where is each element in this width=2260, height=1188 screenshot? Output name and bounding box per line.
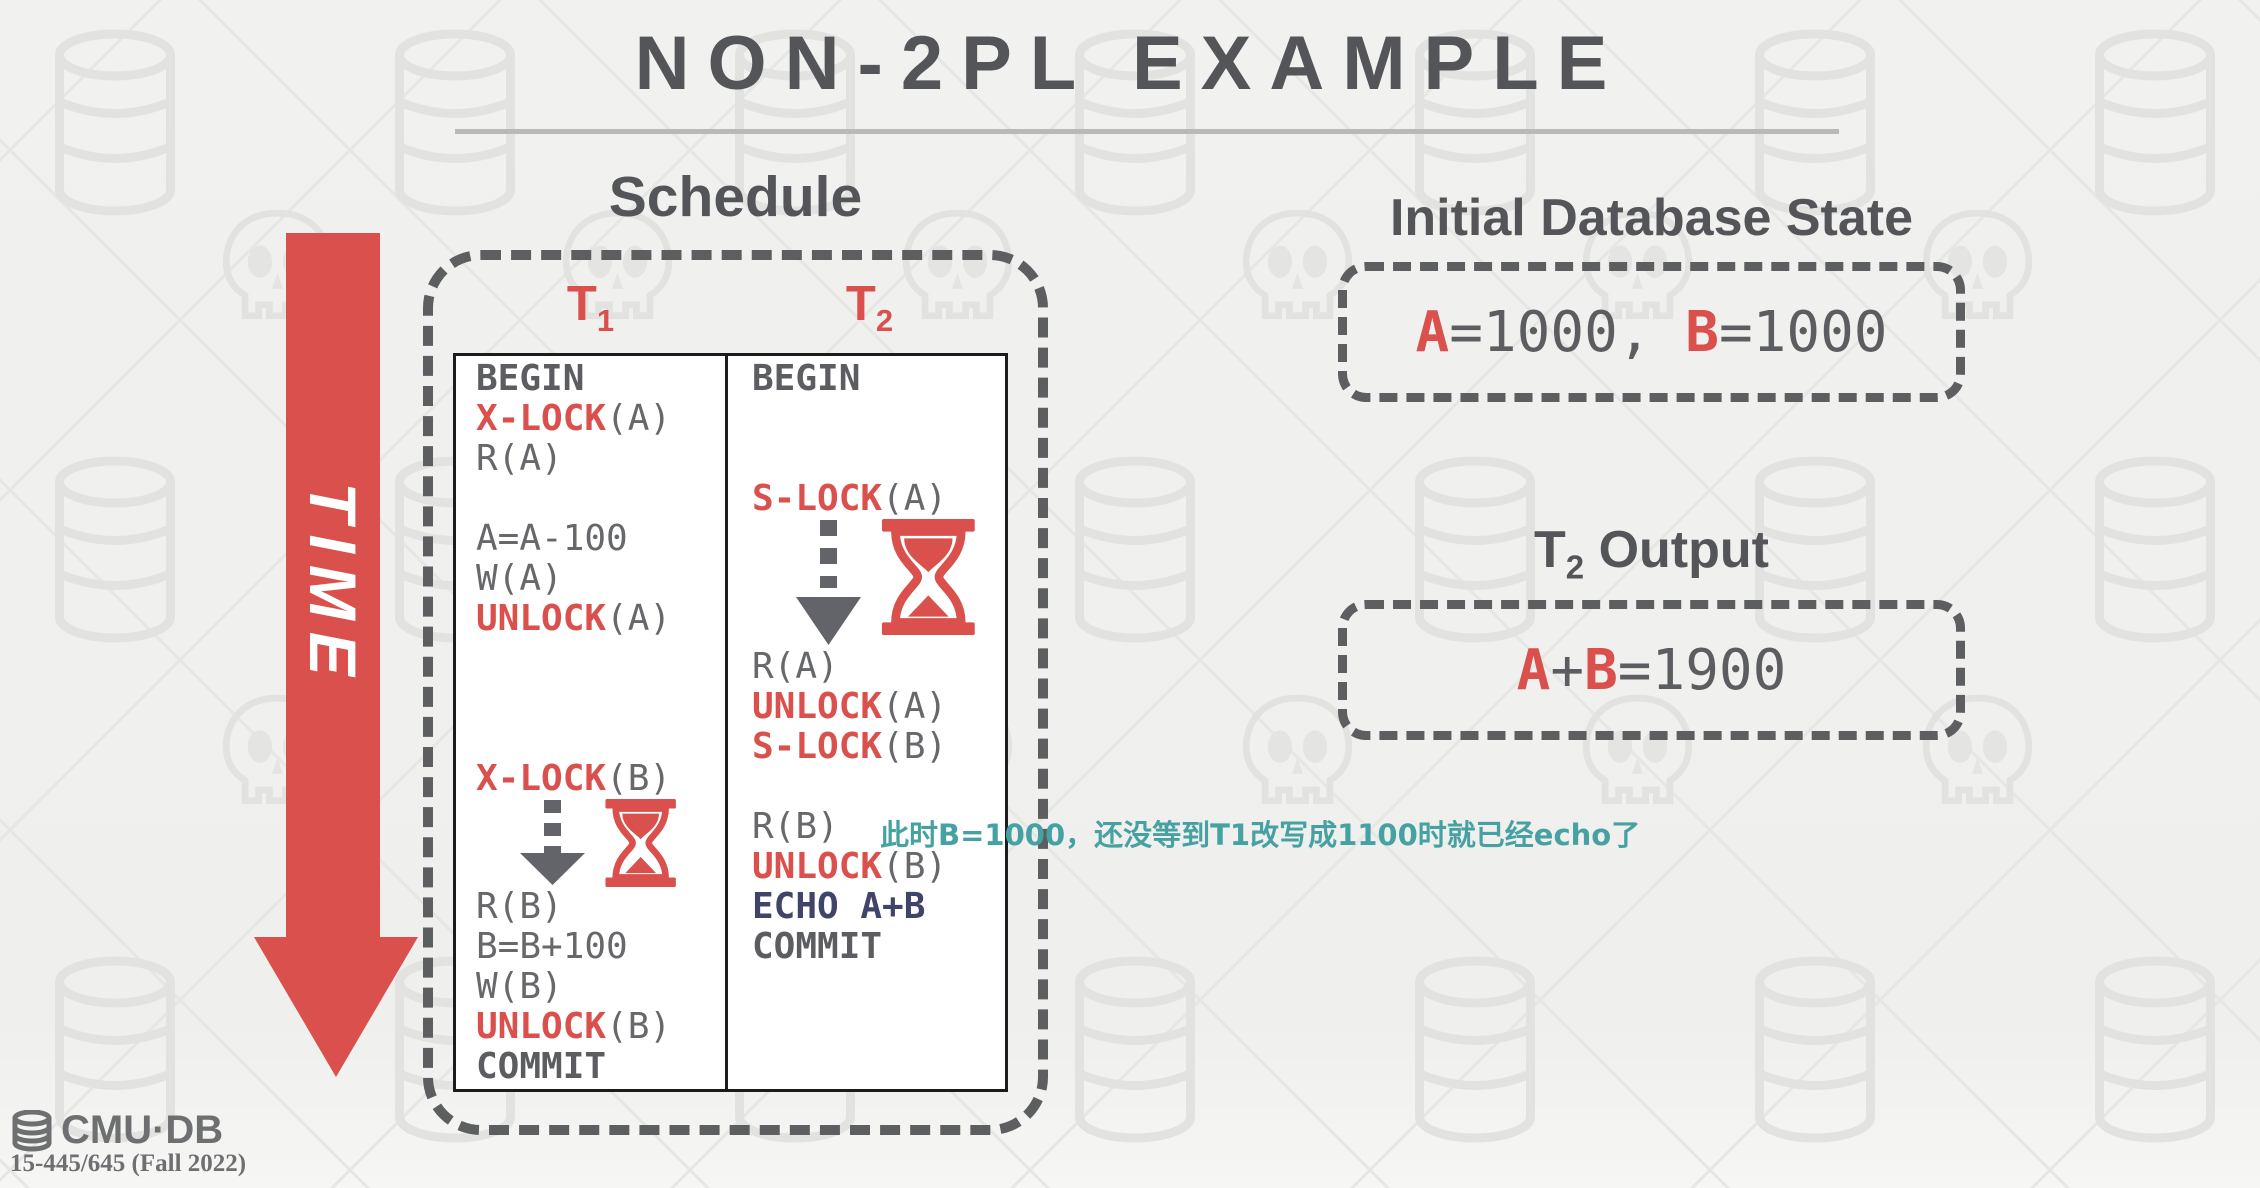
code-line: ECHO A+B — [752, 887, 1005, 927]
code-line: BEGIN — [476, 359, 725, 399]
code-line: COMMIT — [752, 927, 1005, 967]
waiting-indicator — [752, 519, 1005, 647]
code-text: COMMIT — [752, 926, 883, 967]
code-text: (B) — [882, 846, 948, 887]
t2-output-box: A+B=1900 — [1338, 600, 1965, 740]
var-b: B — [1685, 299, 1719, 365]
code-line: A=A-100 — [476, 519, 725, 559]
code-line: S-LOCK(A) — [752, 479, 1005, 519]
code-line: COMMIT — [476, 1047, 725, 1087]
code-text: B=B+100 — [476, 926, 628, 967]
code-text: ECHO A+B — [752, 886, 926, 927]
schedule-annotation: 此时B=1000，还没等到T1改写成1100时就已经echo了 — [880, 818, 1641, 852]
code-text: (A) — [882, 686, 948, 727]
value-b: =1000 — [1718, 299, 1888, 365]
value-a: =1000, — [1449, 299, 1686, 365]
code-line: R(B) — [476, 887, 725, 927]
code-text: R(B) — [476, 886, 563, 927]
code-text: A=A-100 — [476, 518, 628, 559]
code-text: W(A) — [476, 558, 563, 599]
var-b: B — [1584, 637, 1618, 703]
code-line — [476, 479, 725, 519]
code-text: S-LOCK — [752, 726, 883, 767]
waiting-indicator — [476, 799, 725, 887]
code-text: (A) — [606, 598, 672, 639]
code-line — [752, 767, 1005, 807]
code-text: X-LOCK — [476, 398, 607, 439]
code-text: X-LOCK — [476, 758, 607, 799]
code-text: R(A) — [476, 438, 563, 479]
t2-output-heading: T2 Output — [1534, 521, 1769, 586]
transaction-1-header: T1 — [566, 277, 615, 338]
code-text: COMMIT — [476, 1046, 607, 1087]
var-a: A — [1415, 299, 1450, 365]
code-line — [476, 719, 725, 759]
code-text: S-LOCK — [752, 478, 883, 519]
time-arrowhead-icon — [254, 937, 418, 1077]
code-text: R(A) — [752, 646, 839, 687]
code-line: UNLOCK(A) — [476, 599, 725, 639]
course-label: 15-445/645 (Fall 2022) — [10, 1150, 247, 1177]
code-text: W(B) — [476, 966, 563, 1007]
code-line: UNLOCK(A) — [752, 687, 1005, 727]
code-text: (A) — [606, 398, 672, 439]
code-text: (B) — [882, 726, 948, 767]
code-text: UNLOCK — [476, 1006, 607, 1047]
code-line: X-LOCK(A) — [476, 399, 725, 439]
cmu-db-logo: CMU·DB — [10, 1108, 223, 1153]
initial-state-heading: Initial Database State — [1389, 189, 1914, 247]
schedule-container — [423, 250, 1048, 1135]
code-line — [476, 639, 725, 679]
code-line: BEGIN — [752, 359, 1005, 399]
code-line: S-LOCK(B) — [752, 727, 1005, 767]
schedule-heading: Schedule — [608, 165, 863, 229]
code-text: UNLOCK — [752, 846, 883, 887]
code-line: UNLOCK(B) — [752, 847, 1005, 887]
code-line: R(B) — [752, 807, 1005, 847]
code-line — [752, 399, 1005, 439]
logo-text: CMU·DB — [61, 1108, 224, 1152]
code-text: UNLOCK — [476, 598, 607, 639]
code-line: R(A) — [752, 647, 1005, 687]
code-text: R(B) — [752, 806, 839, 847]
wait-arrow-hourglass-icon — [520, 799, 676, 887]
code-line: X-LOCK(B) — [476, 759, 725, 799]
initial-state-box: A=1000, B=1000 — [1338, 262, 1965, 402]
title-divider — [455, 129, 1839, 134]
code-line — [476, 679, 725, 719]
code-text: (A) — [882, 478, 948, 519]
time-label: TIME — [296, 482, 370, 688]
var-a: A — [1516, 637, 1551, 703]
time-arrow: TIME — [286, 233, 380, 937]
slide-title: NON-2PL EXAMPLE — [634, 21, 1626, 106]
transaction-2-header: T2 — [845, 277, 894, 338]
code-line: W(A) — [476, 559, 725, 599]
code-line: UNLOCK(B) — [476, 1007, 725, 1047]
code-text: (B) — [606, 758, 672, 799]
code-text: UNLOCK — [752, 686, 883, 727]
output-value: =1900 — [1617, 637, 1787, 703]
plus-sign: + — [1550, 637, 1585, 703]
code-text: (B) — [606, 1006, 672, 1047]
database-icon — [12, 1109, 52, 1151]
code-line: R(A) — [476, 439, 725, 479]
code-line: W(B) — [476, 967, 725, 1007]
code-line — [752, 439, 1005, 479]
wait-arrow-hourglass-icon — [796, 519, 975, 645]
code-text: BEGIN — [476, 358, 585, 399]
code-line: B=B+100 — [476, 927, 725, 967]
code-text: BEGIN — [752, 358, 861, 399]
